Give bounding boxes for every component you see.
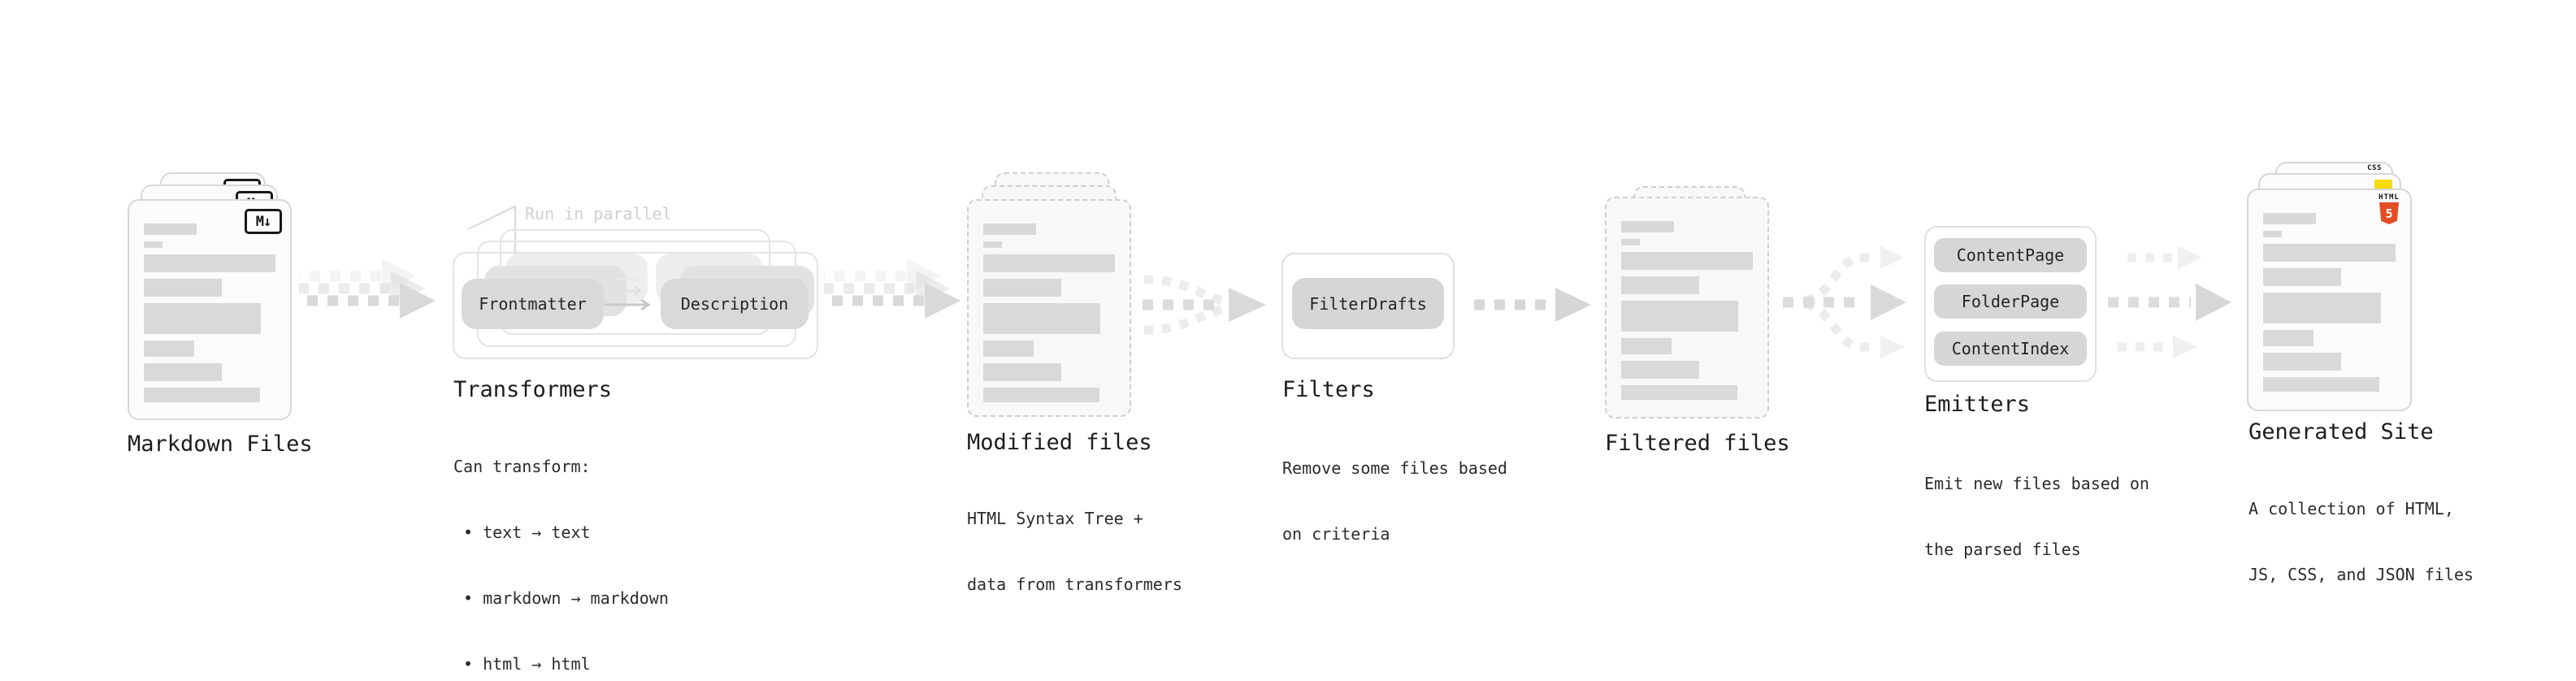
generated-site-label: Generated Site [2249,419,2434,445]
filtered-files-stack [1605,186,1772,422]
modified-files-stack [967,172,1134,420]
transformer-group-box-front [453,252,818,359]
generated-site-description: A collection of HTML, JS, CSS, and JSON … [2249,499,2474,584]
markdown-icon: M↓ [245,209,282,234]
flow-arrow-emitters-to-generated [2108,246,2231,358]
flow-arrow-markdown-to-transformers [299,258,436,319]
emitters-label: Emitters [1924,392,2031,417]
html-file-card-front: HTML 5 [2247,189,2412,411]
filterdrafts-button: FilterDrafts [1292,278,1444,329]
flow-arrow-transformers-to-modified [824,258,961,319]
contentpage-emitter-button: ContentPage [1934,238,2087,272]
placeholder-text-bars [144,223,275,402]
transformers-desc-title: Can transform: [453,457,591,476]
transformers-label: Transformers [453,377,613,402]
placeholder-text-bars [2263,213,2396,392]
folderpage-emitter-button: FolderPage [1934,284,2087,319]
description-transformer-button: Description [661,279,809,329]
frontmatter-transformer-button: Frontmatter [462,279,604,329]
markdown-files-label: Markdown Files [128,432,313,457]
contentindex-emitter-button: ContentIndex [1934,332,2087,366]
modified-file-card-front [967,199,1131,417]
placeholder-text-bars [983,223,1115,402]
parallel-transform-arrows [605,273,651,311]
filtered-file-card-front [1605,197,1769,419]
flow-arrow-modified-to-filters [1143,275,1266,335]
placeholder-text-bars [1621,221,1753,400]
flow-arrow-filters-to-filtered [1474,288,1591,322]
run-in-parallel-annotation: Run in parallel [525,204,672,223]
html5-icon: HTML 5 [2378,193,2400,224]
transformers-desc-item: • html → html [463,654,591,674]
modified-files-label: Modified files [967,430,1152,455]
emitters-description: Emit new files based on the parsed files [1924,474,2149,559]
transformers-desc-item: • markdown → markdown [463,588,669,608]
markdown-file-card-front: M↓ [128,199,292,420]
generated-site-stack: CSS HTML 5 [2247,162,2413,412]
javascript-icon [2374,180,2392,191]
transformers-description: Can transform: • text → text • markdown … [453,412,669,681]
modified-files-description: HTML Syntax Tree + data from transformer… [967,509,1182,594]
transformers-desc-item: • text → text [463,523,591,542]
flow-arrow-filtered-to-emitters [1783,246,1906,358]
filters-description: Remove some files based on criteria [1282,458,1507,544]
filters-label: Filters [1282,377,1375,402]
markdown-files-stack: M↓ M↓ M↓ [128,172,294,420]
filtered-files-label: Filtered files [1605,431,1790,456]
